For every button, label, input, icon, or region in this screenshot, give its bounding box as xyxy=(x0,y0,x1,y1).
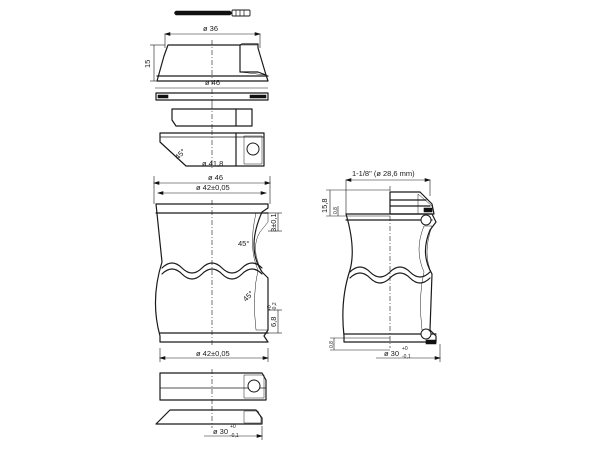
cup-bottom-tol-minus: -0,2 xyxy=(272,302,278,311)
exploded-view: ø 36 15 ø 46 xyxy=(143,9,282,440)
top-cover: ø 36 15 xyxy=(143,24,269,86)
stack-height-label: 15,8 xyxy=(320,198,329,213)
bottom-gap-label: 0,8 xyxy=(329,341,335,348)
cup-bore-bottom-label: ø 42±0,05 xyxy=(196,349,230,358)
top-bearing: 45° ø 41,8 xyxy=(159,130,265,170)
crown-tol-plus: +0 xyxy=(230,424,236,430)
top-bolt xyxy=(174,9,251,17)
cup-angle-top-label: 45° xyxy=(238,239,249,248)
bottom-bearing xyxy=(159,369,267,404)
head-tube-cups: ø 46 ø 42±0,05 3±0,1 45 xyxy=(152,173,282,362)
crown-tol-minus: -0,1 xyxy=(230,433,239,439)
centering-ring xyxy=(171,104,253,130)
top-gap-label: 0,8 xyxy=(333,207,339,214)
crown-diameter-label: ø 30 xyxy=(213,427,228,436)
cup-bottom-depth-label: 6,8 xyxy=(269,317,278,327)
cover-height-label: 15 xyxy=(143,60,152,68)
cup-bore-top-label: ø 42±0,05 xyxy=(196,183,230,192)
compression-washer: ø 46 xyxy=(155,78,269,104)
cover-diameter-label: ø 36 xyxy=(203,24,218,33)
cup-outer-diameter-label: ø 46 xyxy=(208,173,223,182)
steerer-size-label: 1-1/8" (ø 28,6 mm) xyxy=(352,169,415,178)
assembled-view: 1-1/8" (ø 28,6 mm) 15,8 0,8 xyxy=(320,169,442,362)
washer-diameter-label: ø 46 xyxy=(205,78,220,87)
assembled-crown-diameter-label: ø 30 xyxy=(384,349,399,358)
bearing-angle-label: 45° xyxy=(173,147,187,161)
assembled-crown-tol-minus: -0,1 xyxy=(402,354,411,360)
cup-depth-label: 3±0,1 xyxy=(269,213,278,232)
crown-race: ø 30 +0 -0,1 xyxy=(155,406,264,440)
cup-bottom-tol-plus: +0 xyxy=(267,305,273,311)
cup-angle-bottom-label: 45° xyxy=(241,289,255,303)
bearing-diameter-label: ø 41,8 xyxy=(202,159,223,168)
assembled-crown-tol-plus: +0 xyxy=(402,346,408,352)
